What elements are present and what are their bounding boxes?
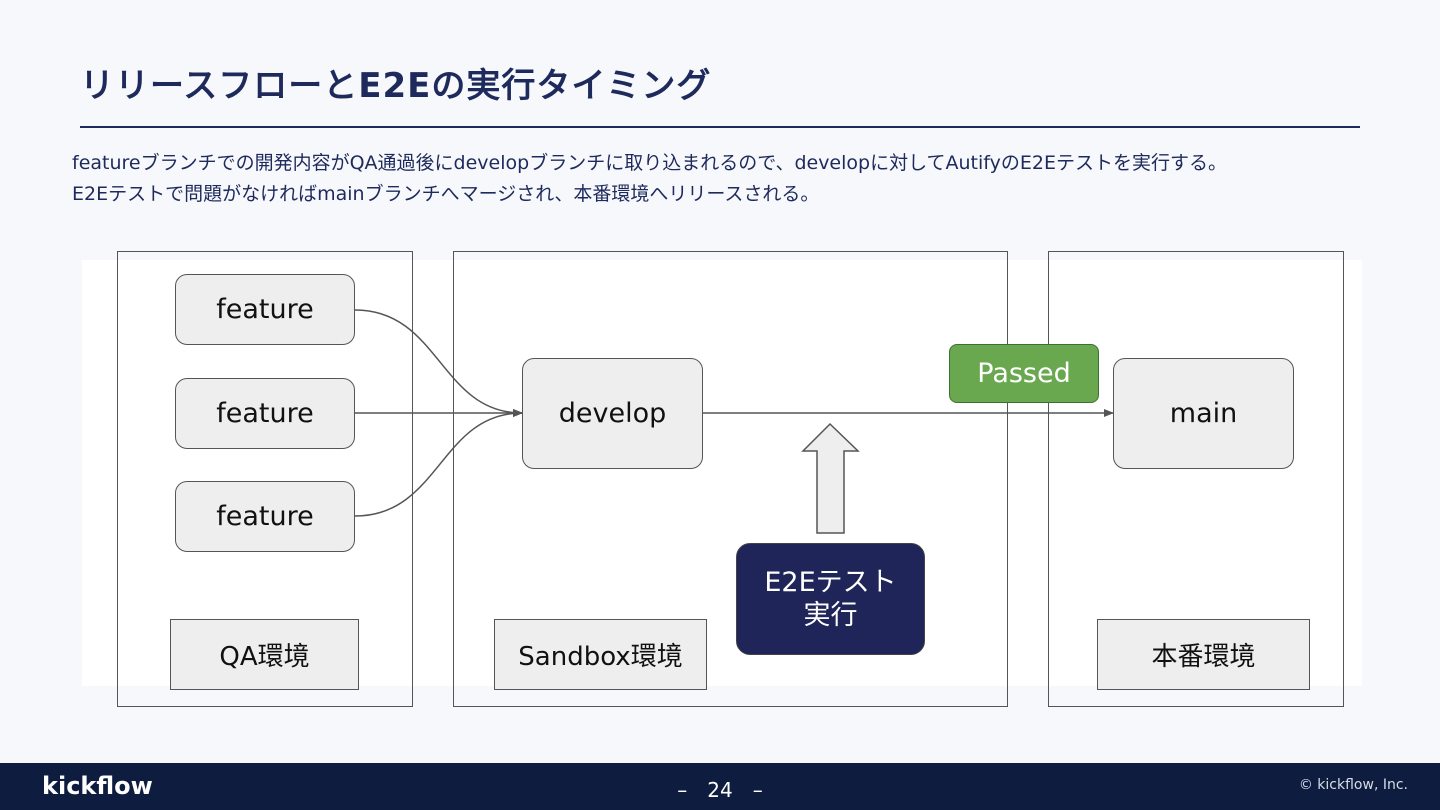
sandbox-environment-label: Sandbox環境 [494, 619, 707, 690]
e2e-test-execution-box: E2Eテスト 実行 [736, 543, 925, 655]
e2e-label-line: E2Eテスト [764, 567, 897, 598]
production-environment-label: 本番環境 [1097, 619, 1310, 690]
feature-branch-node: feature [175, 481, 355, 552]
title-divider [80, 126, 1360, 128]
kickflow-logo: kickflow [42, 772, 153, 800]
slide-title: リリースフローとE2Eの実行タイミング [80, 66, 712, 106]
copyright: © kickflow, Inc. [1298, 777, 1408, 793]
e2e-label-line: 実行 [803, 600, 858, 631]
main-branch-node: main [1113, 358, 1294, 469]
slide-description: featureブランチでの開発内容がQA通過後にdevelopブランチに取り込ま… [72, 148, 1402, 210]
develop-branch-node: develop [522, 358, 703, 469]
description-line: featureブランチでの開発内容がQA通過後にdevelopブランチに取り込ま… [72, 152, 1227, 174]
page-number: – 24 – [677, 778, 763, 802]
production-environment-box [1048, 251, 1344, 707]
feature-branch-node: feature [175, 378, 355, 449]
feature-branch-node: feature [175, 274, 355, 345]
slide-footer: kickflow – 24 – © kickflow, Inc. [0, 763, 1440, 810]
description-line: E2Eテストで問題がなければmainブランチへマージされ、本番環境へリリースされ… [72, 183, 820, 205]
passed-badge: Passed [949, 344, 1099, 403]
qa-environment-label: QA環境 [170, 619, 359, 690]
